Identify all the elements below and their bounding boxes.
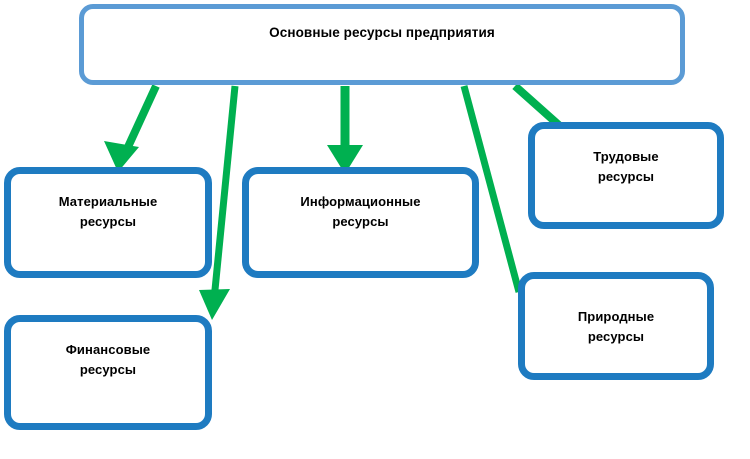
node-root-label: Основные ресурсы предприятия bbox=[269, 25, 495, 40]
node-finansovye-label: Финансовые ресурсы bbox=[65, 342, 151, 378]
connector-root-to-materialnye bbox=[104, 84, 160, 172]
node-root[interactable]: Основные ресурсы предприятия bbox=[79, 4, 685, 85]
node-materialnye[interactable]: Материальные ресурсы bbox=[4, 167, 212, 278]
node-informacionnye-label: Информационные ресурсы bbox=[300, 194, 421, 230]
connector-line bbox=[460, 85, 523, 293]
arrowhead-icon bbox=[104, 141, 139, 172]
connector-root-to-trudovye bbox=[512, 83, 564, 130]
arrowhead-icon bbox=[199, 289, 230, 320]
node-trudovye[interactable]: Трудовые ресурсы bbox=[528, 122, 724, 229]
node-finansovye[interactable]: Финансовые ресурсы bbox=[4, 315, 212, 430]
connector-line bbox=[512, 83, 564, 130]
node-trudovye-label: Трудовые ресурсы bbox=[593, 149, 659, 185]
node-materialnye-label: Материальные ресурсы bbox=[58, 194, 158, 230]
connector-line bbox=[210, 85, 239, 301]
connector-root-to-informacionnye bbox=[327, 86, 363, 174]
connector-root-to-finansovye bbox=[199, 85, 239, 320]
arrowhead-icon bbox=[327, 145, 363, 174]
node-prirodnye-label: Природные ресурсы bbox=[577, 309, 655, 345]
node-prirodnye[interactable]: Природные ресурсы bbox=[518, 272, 714, 380]
node-informacionnye[interactable]: Информационные ресурсы bbox=[242, 167, 479, 278]
connector-root-to-prirodnye bbox=[460, 85, 523, 293]
